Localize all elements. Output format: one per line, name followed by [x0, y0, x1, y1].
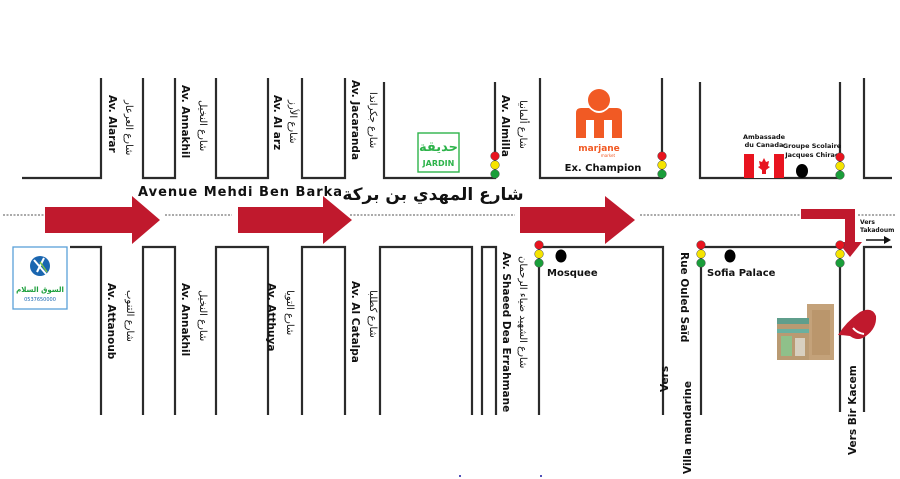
traffic-light-icon — [657, 151, 667, 179]
street-label-alarar: Av. Alarar شارع العرعار — [106, 95, 134, 155]
landmark-mosque: Mosquee — [547, 249, 598, 279]
svg-text:شارع الأرز: شارع الأرز — [287, 99, 300, 144]
svg-text:Villa mandarine: Villa mandarine — [682, 381, 694, 474]
landmark-school: Groupe Scolaire Jacques Chirac — [783, 142, 842, 178]
svg-text:السوق السلام: السوق السلام — [16, 286, 64, 294]
street-label-annakhil-north: Av. Annakhil شارع النخيل — [179, 85, 208, 158]
landmark-jardin: حديقة JARDIN — [417, 132, 460, 173]
svg-text:شارع كطلبا: شارع كطلبا — [367, 290, 378, 338]
svg-text:market: market — [601, 153, 616, 158]
traffic-light-icon — [490, 151, 500, 179]
street-label-atthuya: Av. Atthuya شارع التويا — [265, 283, 295, 351]
svg-text:Av. Alarar: Av. Alarar — [106, 95, 118, 153]
canada-flag-icon — [744, 154, 784, 178]
landmark-canada-embassy: Ambassade du Canada — [743, 133, 786, 178]
svg-text:Av. Annakhil: Av. Annakhil — [179, 85, 191, 158]
svg-text:Av. Annakhil: Av. Annakhil — [179, 283, 191, 356]
clinic-logo: السوق السلام 0537650000 — [12, 246, 68, 310]
sofia-palace-marker-icon — [724, 249, 736, 263]
main-avenue-fr: Avenue Mehdi Ben Barka — [138, 185, 343, 200]
south-blocks — [70, 245, 892, 415]
street-label-ouled-said: Rue Ouled Saïd — [678, 252, 690, 342]
dot-marker — [459, 475, 461, 477]
direction-villa-mandarine: Vers Villa mandarine — [659, 366, 694, 474]
svg-text:Av. Attanoub: Av. Attanoub — [105, 283, 117, 360]
traffic-light-icon — [835, 152, 845, 180]
svg-text:Mosquee: Mosquee — [547, 268, 598, 279]
svg-text:شارع النخيل: شارع النخيل — [197, 290, 208, 341]
svg-text:Vers: Vers — [860, 219, 875, 226]
svg-text:Rue Ouled Saïd: Rue Ouled Saïd — [678, 252, 690, 342]
svg-text:Av. Jacaranda: Av. Jacaranda — [349, 80, 361, 160]
landmark-sofia-palace: Sofia Palace — [707, 249, 776, 279]
direction-bir-kacem: Vers Bir Kacem — [847, 365, 859, 455]
street-label-catalpa: Av. Al Catalpa شارع كطلبا — [349, 281, 378, 363]
direction-arrows — [45, 196, 862, 257]
svg-text:شارع التويا: شارع التويا — [284, 290, 295, 335]
svg-text:Av. Al arz: Av. Al arz — [271, 95, 283, 150]
svg-text:شارع التنوب: شارع التنوب — [124, 290, 135, 342]
svg-text:Av. Almilla: Av. Almilla — [499, 95, 511, 157]
svg-text:حديقة: حديقة — [419, 140, 458, 155]
direction-takadoum: Vers Takadoum — [860, 219, 894, 244]
main-avenue-ar: شارع المهدي بن بركة — [342, 185, 523, 205]
svg-text:marjane: marjane — [578, 144, 620, 154]
svg-text:Sofia Palace: Sofia Palace — [707, 268, 776, 279]
svg-text:Takadoum: Takadoum — [860, 227, 894, 234]
svg-text:شارع العرعار: شارع العرعار — [123, 99, 134, 155]
svg-text:Av. Atthuya: Av. Atthuya — [265, 283, 277, 351]
traffic-light-icon — [534, 240, 544, 268]
traffic-light-icon — [696, 240, 706, 268]
svg-text:Av. Shaeed Dea Errahmane: Av. Shaeed Dea Errahmane — [500, 252, 512, 412]
svg-text:شارع النخيل: شارع النخيل — [197, 100, 208, 151]
street-label-attanoub: Av. Attanoub شارع التنوب — [105, 283, 135, 360]
svg-text:شارع ألمانيا: شارع ألمانيا — [517, 100, 530, 149]
svg-text:شارع جكراندا: شارع جكراندا — [367, 92, 378, 148]
svg-text:Jacques Chirac: Jacques Chirac — [784, 151, 839, 159]
arrow-right-2 — [238, 196, 352, 244]
svg-text:0537650000: 0537650000 — [24, 297, 56, 303]
destination-photo — [777, 304, 834, 360]
street-label-alarz: Av. Al arz شارع الأرز — [271, 95, 300, 150]
street-label-dea-errahmane: Av. Shaeed Dea Errahmane شارع الشهيد ضيا… — [500, 252, 528, 412]
dot-marker — [540, 475, 542, 477]
street-label-almilla: Av. Almilla شارع ألمانيا — [499, 95, 530, 157]
svg-text:شارع الشهيد ضياء الرحمان: شارع الشهيد ضياء الرحمان — [517, 256, 528, 368]
svg-text:Vers Bir Kacem: Vers Bir Kacem — [847, 365, 859, 455]
svg-text:Groupe Scolaire: Groupe Scolaire — [783, 142, 842, 150]
landmark-marjane: marjane market Ex. Champion — [565, 89, 642, 174]
svg-text:JARDIN: JARDIN — [422, 159, 455, 168]
arrow-right-3 — [520, 196, 635, 244]
school-marker-icon — [796, 164, 808, 178]
mosque-marker-icon — [555, 249, 567, 263]
arrow-right-1 — [45, 196, 160, 244]
svg-text:Av. Al Catalpa: Av. Al Catalpa — [349, 281, 361, 363]
svg-text:Ambassade: Ambassade — [743, 133, 786, 141]
ex-champion-label: Ex. Champion — [565, 163, 642, 174]
traffic-light-icon — [835, 240, 845, 268]
street-label-jacaranda: Av. Jacaranda شارع جكراندا — [349, 80, 378, 160]
svg-text:Vers: Vers — [659, 366, 671, 392]
svg-text:du Canada: du Canada — [745, 141, 784, 149]
hand-pointer-icon — [838, 309, 877, 339]
street-label-annakhil-south: Av. Annakhil شارع النخيل — [179, 283, 208, 356]
arrow-turn-down — [801, 209, 862, 257]
marjane-logo-icon — [588, 89, 610, 111]
